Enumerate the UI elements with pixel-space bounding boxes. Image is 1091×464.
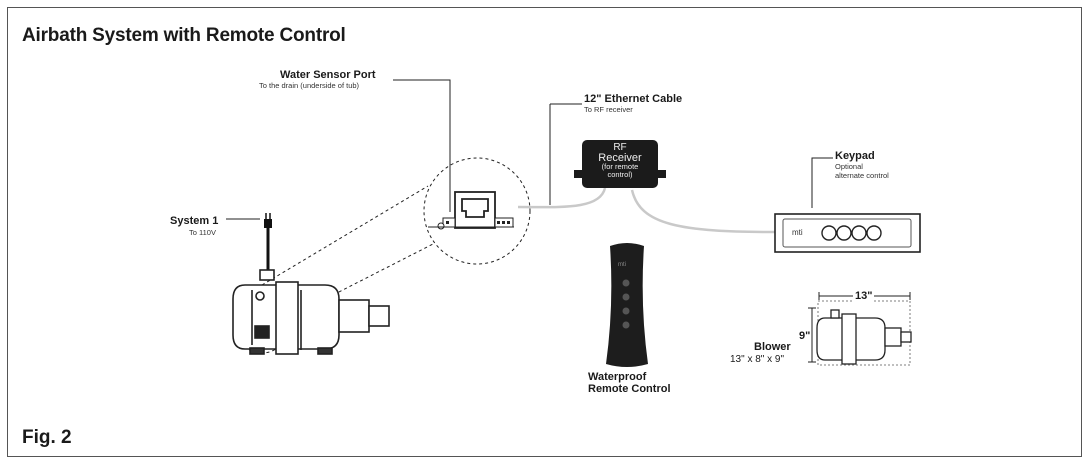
rf-receiver-line-4: control) <box>607 170 633 179</box>
water-sensor-port-label: Water Sensor Port <box>280 69 376 81</box>
remote-label-line-2: Remote Control <box>588 383 671 395</box>
figure-title: Airbath System with Remote Control <box>22 25 346 46</box>
keypad-button-4 <box>866 225 882 241</box>
keypad-button-2 <box>836 225 852 241</box>
system-1-sublabel: To 110V <box>189 228 216 237</box>
waterproof-remote <box>606 243 648 367</box>
water-sensor-port-sublabel: To the drain (underside of tub) <box>259 81 360 90</box>
rf-receiver-text: RF Receiver (for remote control) <box>582 143 658 179</box>
rf-receiver <box>574 140 666 188</box>
keypad-label: Keypad <box>835 150 875 162</box>
keypad-brand-logo: mti <box>792 228 803 237</box>
keypad-button-1 <box>821 225 837 241</box>
small-blower-unit <box>816 300 912 366</box>
ethernet-cable <box>517 187 607 209</box>
system-1-blower-unit <box>232 269 390 355</box>
keypad-device <box>774 213 921 253</box>
keypad-button-3 <box>851 225 867 241</box>
keypad-cable <box>630 189 777 234</box>
remote-label-line-1: Waterproof <box>588 371 647 383</box>
blower-label: Blower <box>754 341 791 353</box>
water-sensor-leader <box>393 79 451 212</box>
rf-receiver-line-1: RF <box>613 142 627 153</box>
blower-width-dimension: 13" <box>853 290 875 302</box>
ethernet-cable-sublabel: To RF receiver <box>584 105 633 114</box>
blower-dimensions: 13" x 8" x 9" <box>730 354 785 365</box>
figure-frame <box>7 7 1082 457</box>
ethernet-cable-label: 12" Ethernet Cable <box>584 93 683 105</box>
water-sensor-port-detail <box>428 191 514 230</box>
rf-receiver-line-2: Receiver <box>598 152 642 164</box>
blower-height-dimension: 9" <box>799 330 811 342</box>
remote-brand-logo: mti <box>618 262 626 268</box>
zoom-line-bottom <box>279 243 434 323</box>
zoom-circle <box>423 157 531 265</box>
figure-number: Fig. 2 <box>22 427 72 448</box>
keypad-sublabel-2: alternate control <box>835 171 889 180</box>
zoom-line-top <box>261 185 429 286</box>
rf-receiver-line-3: (for remote <box>601 162 639 171</box>
keypad-leader <box>811 157 833 208</box>
power-plug-icon <box>264 213 272 270</box>
system-1-label: System 1 <box>170 215 219 227</box>
keypad-sublabel-1: Optional <box>835 162 863 171</box>
